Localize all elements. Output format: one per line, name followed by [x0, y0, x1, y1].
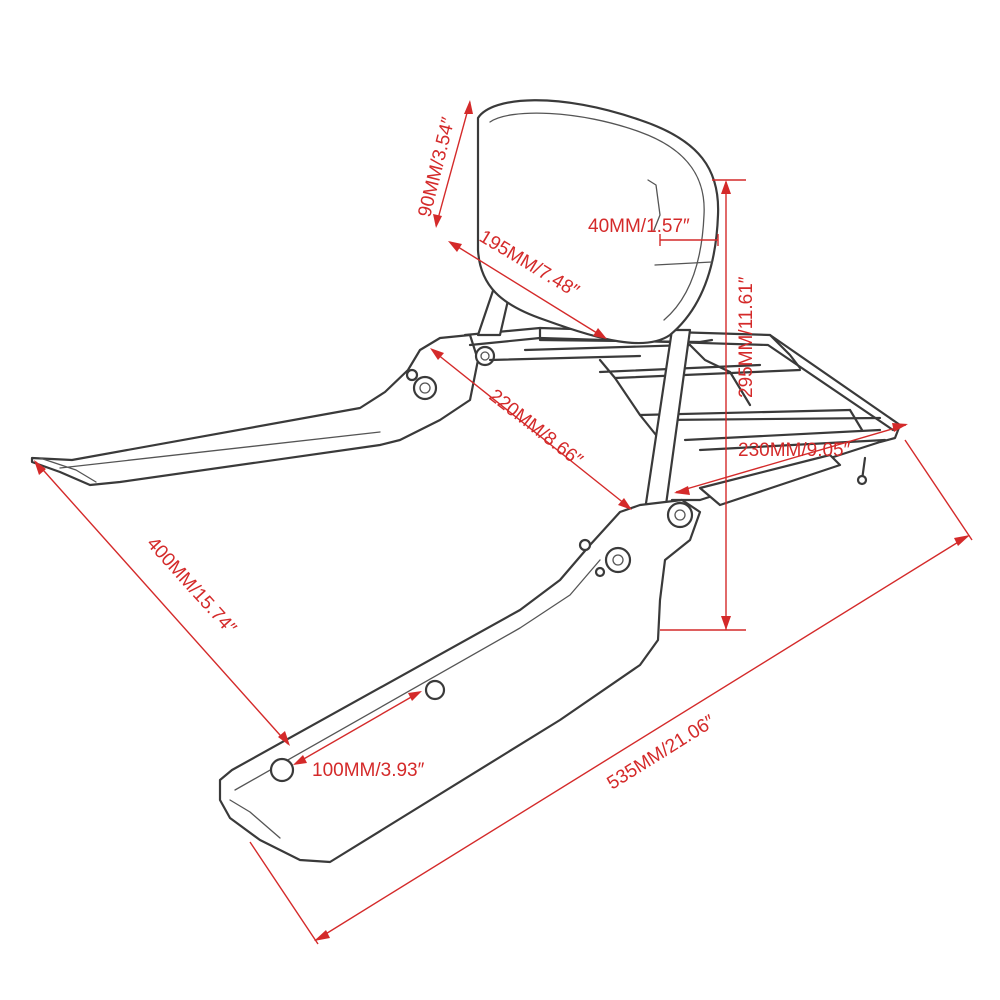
- label-rack-width: 230MM/9.05″: [738, 440, 851, 461]
- dim-backrest-height: [433, 100, 473, 228]
- plate-hole-front: [269, 757, 295, 783]
- right-mount-bolt: [578, 501, 694, 578]
- backrest-pad: [476, 99, 720, 345]
- sissy-bar-sketch: [30, 99, 902, 864]
- left-side-plate: [30, 333, 480, 487]
- plate-hole-rear: [424, 679, 446, 701]
- luggage-rack: [463, 326, 902, 507]
- dim-rack-length: [430, 348, 632, 510]
- right-upright: [643, 328, 692, 514]
- dim-pad-width: [448, 241, 607, 339]
- right-side-plate: [218, 498, 702, 864]
- dim-total-height: [660, 179, 746, 631]
- dimension-lines: [34, 100, 973, 945]
- dim-side-plate-length: [34, 460, 290, 746]
- label-pad-thickness: 40MM/1.57″: [588, 216, 690, 237]
- label-side-plate-length: 400MM/15.74″: [142, 533, 240, 639]
- dim-pad-thickness: [659, 234, 719, 246]
- label-total-height: 295MM/11.61″: [736, 276, 757, 398]
- dim-hole-spacing: [293, 691, 422, 765]
- label-hole-spacing: 100MM/3.93″: [312, 760, 425, 781]
- dim-overall-length: [249, 439, 973, 945]
- dim-rack-width: [674, 423, 908, 495]
- label-rack-length: 220MM/8.66″: [485, 385, 587, 471]
- label-overall-length: 535MM/21.06″: [604, 711, 720, 794]
